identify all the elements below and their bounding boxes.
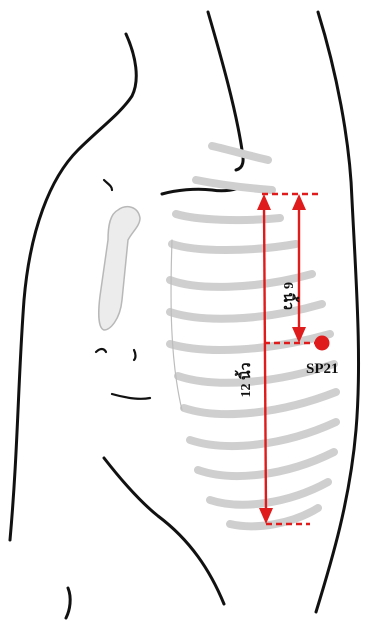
acupoint-marker [315, 336, 330, 351]
short-measure-arrowhead-top [292, 194, 306, 210]
rib-13 [230, 508, 318, 526]
long-measure-arrowhead-top [257, 194, 271, 210]
rib-1 [212, 146, 268, 160]
rib-10 [190, 422, 336, 446]
clavicle-mark [104, 180, 112, 190]
nipple-mark-left [96, 349, 106, 352]
acupoint-label: SP21 [306, 361, 339, 377]
chest-fold [112, 394, 150, 399]
hip-mark [66, 588, 70, 618]
rib-4 [172, 244, 296, 250]
rib-edge-left [171, 240, 182, 410]
rib-12 [210, 482, 328, 505]
nipple-mark-right [134, 350, 136, 360]
short-measure-label: 6 นิ้ว [280, 282, 300, 310]
abdomen-contour [104, 458, 224, 604]
rib-9 [184, 392, 336, 414]
back-contour [316, 12, 359, 612]
sternum [99, 207, 140, 330]
